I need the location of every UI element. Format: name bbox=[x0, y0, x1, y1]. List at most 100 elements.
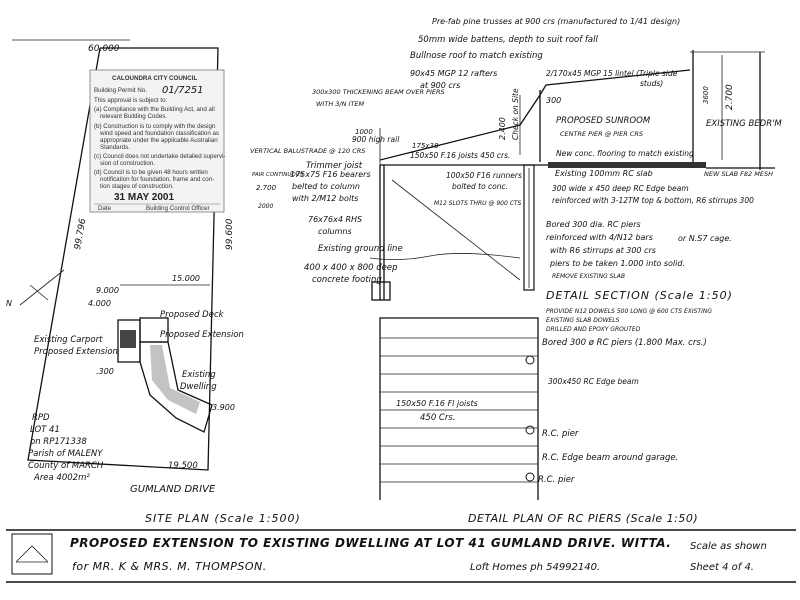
north-arrow-icon: N bbox=[6, 269, 65, 308]
note-runners: 100x50 F16 runners bbox=[446, 171, 522, 180]
pier-plan-outline bbox=[379, 317, 539, 500]
note-with: WITH 3/N ITEM bbox=[316, 100, 365, 108]
note-bolted: bolted to conc. bbox=[452, 182, 508, 191]
note-edge-beam: 300 wide x 450 deep RC Edge beam bbox=[552, 184, 689, 193]
note-m12-slots: M12 SLOTS THRU @ 900 CTS bbox=[434, 200, 522, 207]
note-bearers2: belted to column bbox=[292, 182, 360, 191]
legal-parish: Parish of MALENY bbox=[28, 449, 103, 459]
site-dim-9: 9.000 bbox=[96, 286, 119, 295]
note-bored3: with R6 stirrups at 300 crs bbox=[550, 246, 656, 255]
stamp-cond-d3: tion stages of construction. bbox=[100, 183, 174, 190]
stamp-cond-b3: appropriate under the applicable Austral… bbox=[100, 137, 218, 144]
site-dim-15: 15.000 bbox=[172, 274, 200, 283]
title-client: for MR. K & MRS. M. THOMPSON. bbox=[72, 560, 267, 573]
concrete-footing bbox=[371, 281, 391, 301]
note-edge-garage: R.C. Edge beam around garage. bbox=[542, 453, 678, 463]
stamp-officer-label: Building Control Officer bbox=[146, 205, 210, 212]
note-columns: columns bbox=[318, 227, 352, 236]
note-bored2: reinforced with 4/N12 bars bbox=[546, 233, 653, 242]
label-existing-carport: Existing Carport bbox=[34, 335, 103, 345]
note-new-conc: New conc. flooring to match existing bbox=[556, 149, 694, 158]
note-300: 300 bbox=[546, 96, 561, 105]
note-plan-joists: 150x50 F.16 Fl joists bbox=[396, 399, 478, 408]
note-provide-dowels2: EXISTING SLAB DOWELS bbox=[546, 317, 620, 324]
dwelling-hatch bbox=[150, 345, 200, 414]
note-bored: Bored 300 dia. RC piers bbox=[546, 220, 641, 229]
site-plan-title: SITE PLAN (Scale 1:500) bbox=[145, 512, 301, 525]
note-2000: 2000 bbox=[258, 203, 273, 210]
stamp-council: CALOUNDRA CITY COUNCIL bbox=[112, 75, 197, 82]
note-plan-450: 450 Crs. bbox=[420, 413, 456, 423]
stamp-cond-a: (a) Compliance with the Building Act, an… bbox=[94, 106, 215, 113]
note-lintel2: studs) bbox=[640, 79, 663, 88]
roof-line bbox=[379, 69, 691, 161]
detail-section-title: DETAIL SECTION (Scale 1:50) bbox=[546, 289, 733, 302]
label-proposed-deck: Proposed Deck bbox=[160, 310, 225, 320]
note-provide-dowels3: DRILLED AND EPOXY GROUTED bbox=[546, 326, 641, 333]
stamp-subject: This approval is subject to: bbox=[94, 97, 168, 104]
svg-text:N: N bbox=[6, 299, 12, 308]
note-centre-pier: CENTRE PIER @ PIER CRS bbox=[560, 130, 643, 138]
legal-lot: LOT 41 bbox=[30, 425, 60, 435]
stamp-cond-b: (b) Construction is to comply with the d… bbox=[94, 123, 216, 130]
existing-dwelling-outline bbox=[139, 341, 213, 433]
stamp-date: 31 MAY 2001 bbox=[114, 192, 174, 203]
note-remove-slab: REMOVE EXISTING SLAB bbox=[552, 273, 625, 280]
stamp-cond-a2: relevant Building Codes. bbox=[100, 113, 167, 120]
legal-on-rp: on RP171338 bbox=[30, 437, 87, 447]
dim-3600: 3600 bbox=[702, 86, 710, 104]
note-trimmer: Trimmer joist bbox=[306, 161, 363, 171]
site-dim-3900: 3.900 bbox=[212, 403, 235, 412]
note-thickening: 300x300 THICKENING BEAM OVER PIERS bbox=[312, 88, 445, 96]
stamp-cond-b4: Standards. bbox=[100, 144, 130, 151]
site-dim-4: 4.000 bbox=[88, 299, 111, 308]
title-main: PROPOSED EXTENSION TO EXISTING DWELLING … bbox=[70, 536, 671, 550]
stamp-cond-d: (d) Council is to be given 48 hours writ… bbox=[94, 169, 208, 176]
site-dim-right: 99.600 bbox=[225, 218, 235, 250]
rc-pier-section bbox=[523, 164, 535, 291]
note-footing2: concrete footing bbox=[312, 275, 382, 285]
carport-hatch bbox=[120, 330, 136, 348]
stamp-cond-c: (c) Council does not undertake detailed … bbox=[94, 153, 225, 160]
note-bullnose: Bullnose roof to match existing bbox=[410, 51, 543, 61]
title-designer: Loft Homes ph 54992140. bbox=[470, 562, 600, 573]
note-bored4: piers to be taken 1.000 into solid. bbox=[549, 259, 685, 268]
note-or: or N.S7 cage. bbox=[678, 234, 732, 243]
note-existing-slab: Existing 100mm RC slab bbox=[555, 169, 653, 178]
note-battens: 50mm wide battens, depth to suit roof fa… bbox=[418, 35, 598, 45]
note-rafters: 90x45 MGP 12 rafters bbox=[410, 69, 497, 78]
house-logo-icon bbox=[11, 533, 53, 575]
stamp-cond-c2: sion of construction. bbox=[100, 160, 155, 167]
note-new-slab: NEW SLAB F82 MESH bbox=[704, 170, 773, 178]
sunroom-slab bbox=[548, 162, 706, 168]
stamp-permit-label: Building Permit No. bbox=[94, 87, 147, 94]
legal-county: County of MARCH bbox=[28, 461, 104, 471]
note-1000: 1000 bbox=[355, 128, 373, 136]
note-edge-beam-plan: 300x450 RC Edge beam bbox=[548, 377, 639, 386]
stamp-permit-no: 01/7251 bbox=[162, 85, 204, 96]
stamp-cond-d2: notification for foundation, frame and c… bbox=[100, 176, 214, 183]
road-name: GUMLAND DRIVE bbox=[130, 484, 216, 495]
label-proposed-extension: Proposed Extension bbox=[160, 330, 244, 340]
pier-plan-title: DETAIL PLAN OF RC PIERS (Scale 1:50) bbox=[468, 512, 698, 525]
note-sunroom: PROPOSED SUNROOM bbox=[556, 116, 651, 126]
dim-2400: 2.400 bbox=[498, 117, 507, 140]
site-dim-top: 60.000 bbox=[88, 44, 120, 54]
note-rafters2: at 900 crs bbox=[420, 81, 460, 90]
site-boundary bbox=[27, 47, 219, 471]
site-dim-left: 99.796 bbox=[73, 218, 88, 251]
note-truss: Pre-fab pine trusses at 900 crs (manufac… bbox=[432, 17, 680, 26]
title-scale: Scale as shown bbox=[690, 541, 767, 552]
note-175x38: 175x38 bbox=[412, 142, 439, 150]
note-pair-continuous: PAIR CONTINUOUS bbox=[252, 172, 304, 178]
pier-circle-2 bbox=[525, 425, 535, 435]
site-dim-300: .300 bbox=[96, 367, 114, 376]
note-check-on-site: Check on Site bbox=[511, 88, 520, 140]
label-dwelling: Dwelling bbox=[180, 382, 217, 392]
title-block: PROPOSED EXTENSION TO EXISTING DWELLING … bbox=[6, 529, 796, 583]
note-reinforced: reinforced with 3-12TM top & bottom, R6 … bbox=[552, 196, 754, 205]
joist-lines bbox=[380, 337, 538, 483]
legal-rpd: RPD bbox=[32, 413, 50, 423]
note-ground: Existing ground line bbox=[318, 244, 403, 254]
